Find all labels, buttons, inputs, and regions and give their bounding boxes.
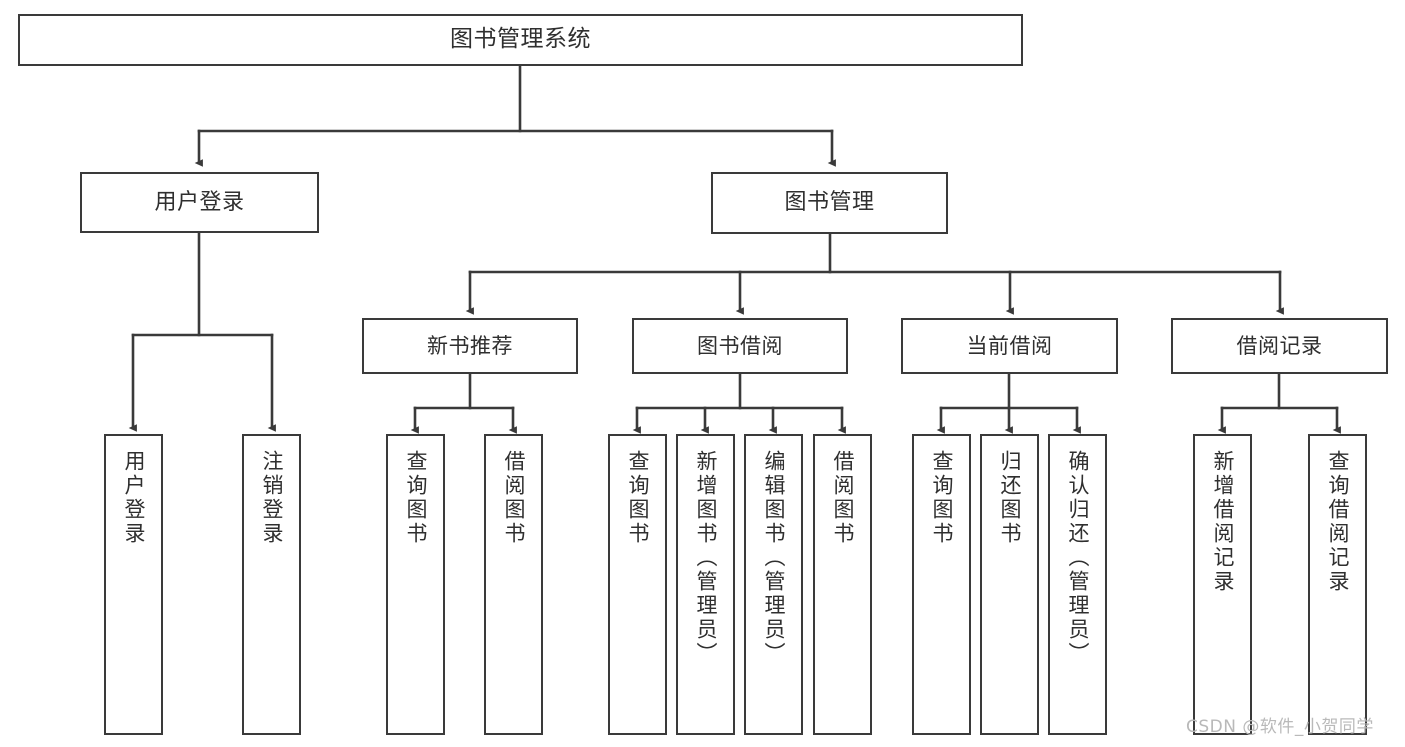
node-label: 借阅图书 — [502, 450, 526, 546]
leaf-add-book-admin[interactable]: 新增图书（管理员） — [676, 434, 735, 735]
node-label: 借阅图书 — [831, 450, 855, 546]
node-label: 用户登录 — [122, 450, 146, 546]
leaf-query-book-borrow[interactable]: 查询图书 — [608, 434, 667, 735]
node-book-management[interactable]: 图书管理 — [711, 172, 948, 234]
node-label: 新增借阅记录 — [1211, 450, 1235, 594]
leaf-logout[interactable]: 注销登录 — [242, 434, 301, 735]
leaf-confirm-return-admin[interactable]: 确认归还（管理员） — [1048, 434, 1107, 735]
node-label: 确认归还（管理员） — [1066, 450, 1090, 666]
node-label: 新增图书（管理员） — [694, 450, 718, 666]
leaf-edit-book-admin[interactable]: 编辑图书（管理员） — [744, 434, 803, 735]
node-label: 用户登录 — [154, 189, 245, 215]
node-label: 注销登录 — [260, 450, 284, 546]
node-label: 归还图书 — [998, 450, 1022, 546]
node-label: 查询图书 — [404, 450, 428, 546]
leaf-borrow-book[interactable]: 借阅图书 — [813, 434, 872, 735]
node-label: 新书推荐 — [427, 333, 513, 358]
leaf-borrow-book-recommend[interactable]: 借阅图书 — [484, 434, 543, 735]
node-label: 图书管理 — [784, 190, 875, 216]
node-root-system[interactable]: 图书管理系统 — [18, 14, 1023, 66]
node-label: 图书借阅 — [697, 333, 783, 358]
leaf-query-borrow-record[interactable]: 查询借阅记录 — [1308, 434, 1367, 735]
node-label: 查询图书 — [626, 450, 650, 546]
node-label: 编辑图书（管理员） — [762, 450, 786, 666]
node-current-borrow[interactable]: 当前借阅 — [901, 318, 1118, 374]
node-label: 借阅记录 — [1236, 333, 1323, 358]
node-user-login[interactable]: 用户登录 — [80, 172, 319, 233]
node-new-book-recommend[interactable]: 新书推荐 — [362, 318, 578, 374]
leaf-user-login[interactable]: 用户登录 — [104, 434, 163, 735]
leaf-query-book-current[interactable]: 查询图书 — [912, 434, 971, 735]
leaf-return-book[interactable]: 归还图书 — [980, 434, 1039, 735]
node-label: 查询图书 — [930, 450, 954, 546]
leaf-query-book-recommend[interactable]: 查询图书 — [386, 434, 445, 735]
node-label: 当前借阅 — [966, 333, 1053, 358]
csdn-watermark: CSDN @软件_小贺同学 — [1186, 717, 1374, 737]
node-book-borrow[interactable]: 图书借阅 — [632, 318, 848, 374]
leaf-add-borrow-record[interactable]: 新增借阅记录 — [1193, 434, 1252, 735]
node-borrow-record[interactable]: 借阅记录 — [1171, 318, 1388, 374]
node-label: 图书管理系统 — [450, 26, 591, 53]
node-label: 查询借阅记录 — [1326, 450, 1350, 594]
